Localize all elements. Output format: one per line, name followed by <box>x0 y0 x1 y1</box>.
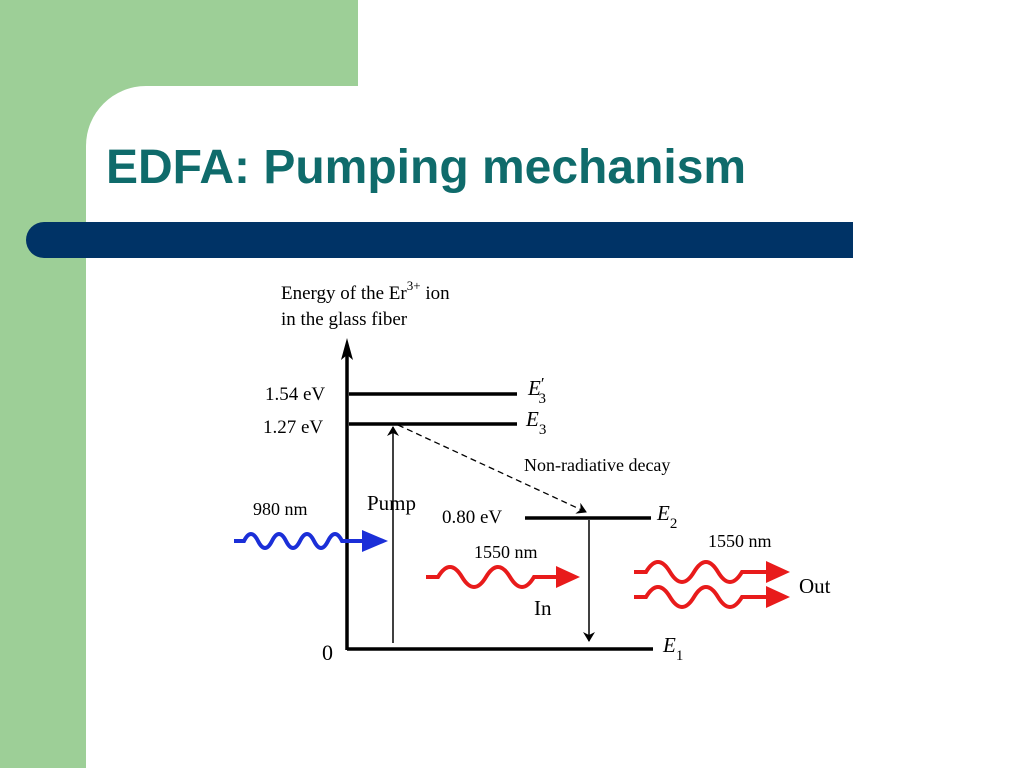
energy-axis-arrowhead <box>341 338 353 360</box>
signal-out-photon-wave-2 <box>634 585 790 609</box>
level-e3-energy: 1.27 eV <box>263 417 323 438</box>
signal-out-photon-wave-1 <box>634 560 790 584</box>
nonradiative-decay-arrow <box>397 424 587 514</box>
pump-wavelength-label: 980 nm <box>253 499 308 519</box>
top-green-panel <box>0 0 358 86</box>
out-label: Out <box>799 574 831 598</box>
level-e3-label: E3 <box>525 407 546 438</box>
slide-title: EDFA: Pumping mechanism <box>106 141 747 194</box>
pump-photon-wave <box>234 530 388 552</box>
signal-in-wavelength-label: 1550 nm <box>474 542 538 562</box>
in-label: In <box>534 596 552 620</box>
nonradiative-decay-label: Non-radiative decay <box>524 455 670 475</box>
axis-label-line2: in the glass fiber <box>281 309 408 330</box>
level-e3-prime-energy: 1.54 eV <box>265 384 325 405</box>
axis-label-line1: Energy of the Er3+ ion <box>281 278 450 304</box>
level-e2-energy: 0.80 eV <box>442 507 502 528</box>
title-underline-bar <box>26 222 853 258</box>
level-e1-label: E1 <box>662 633 683 664</box>
level-e1-energy: 0 <box>322 640 333 665</box>
signal-out-wavelength-label: 1550 nm <box>708 531 772 551</box>
signal-in-photon-wave <box>426 565 580 589</box>
level-e3-prime-label: E′3 <box>527 374 546 407</box>
left-green-panel <box>0 0 86 768</box>
level-e2-label: E2 <box>656 501 677 532</box>
pump-label: Pump <box>367 491 416 515</box>
